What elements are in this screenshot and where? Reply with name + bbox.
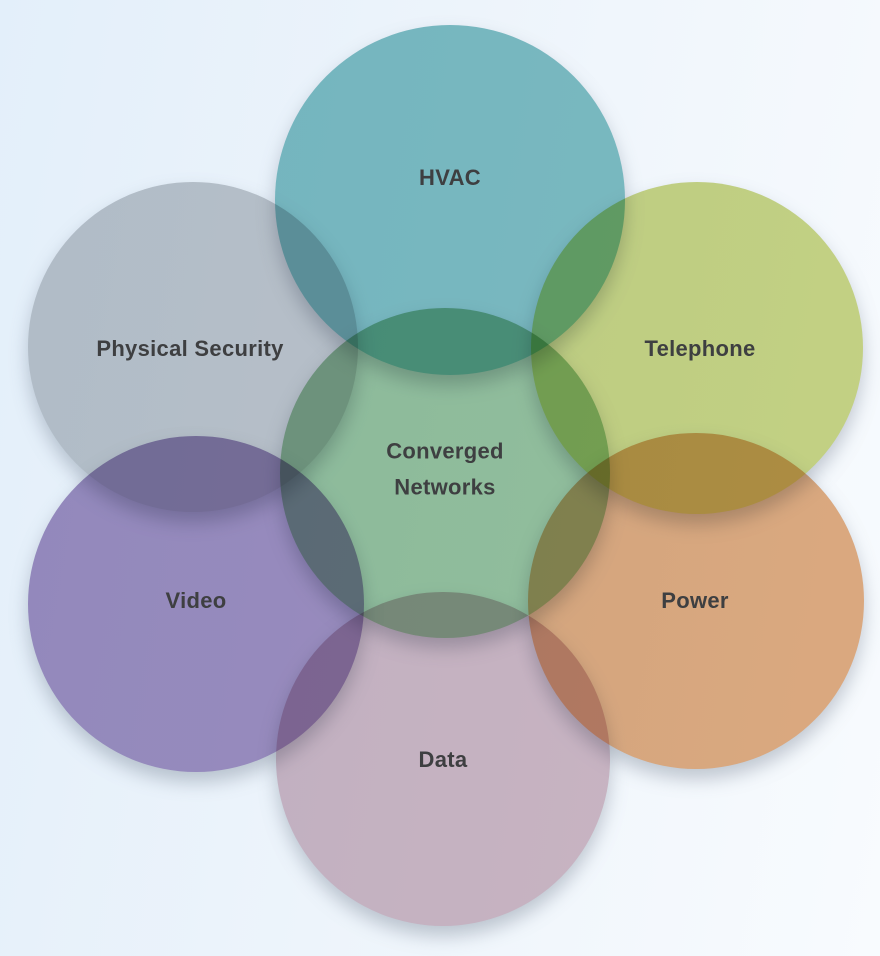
converged-networks-label: Converged Networks [386,438,504,500]
converged-networks-circle [280,308,610,638]
hvac-label: HVAC [419,165,481,190]
data-circle [276,592,610,926]
telephone-label: Telephone [644,336,756,361]
video-label: Video [165,588,227,613]
power-label: Power [661,588,729,613]
physical-security-label: Physical Security [96,336,284,361]
data-label: Data [418,747,468,772]
